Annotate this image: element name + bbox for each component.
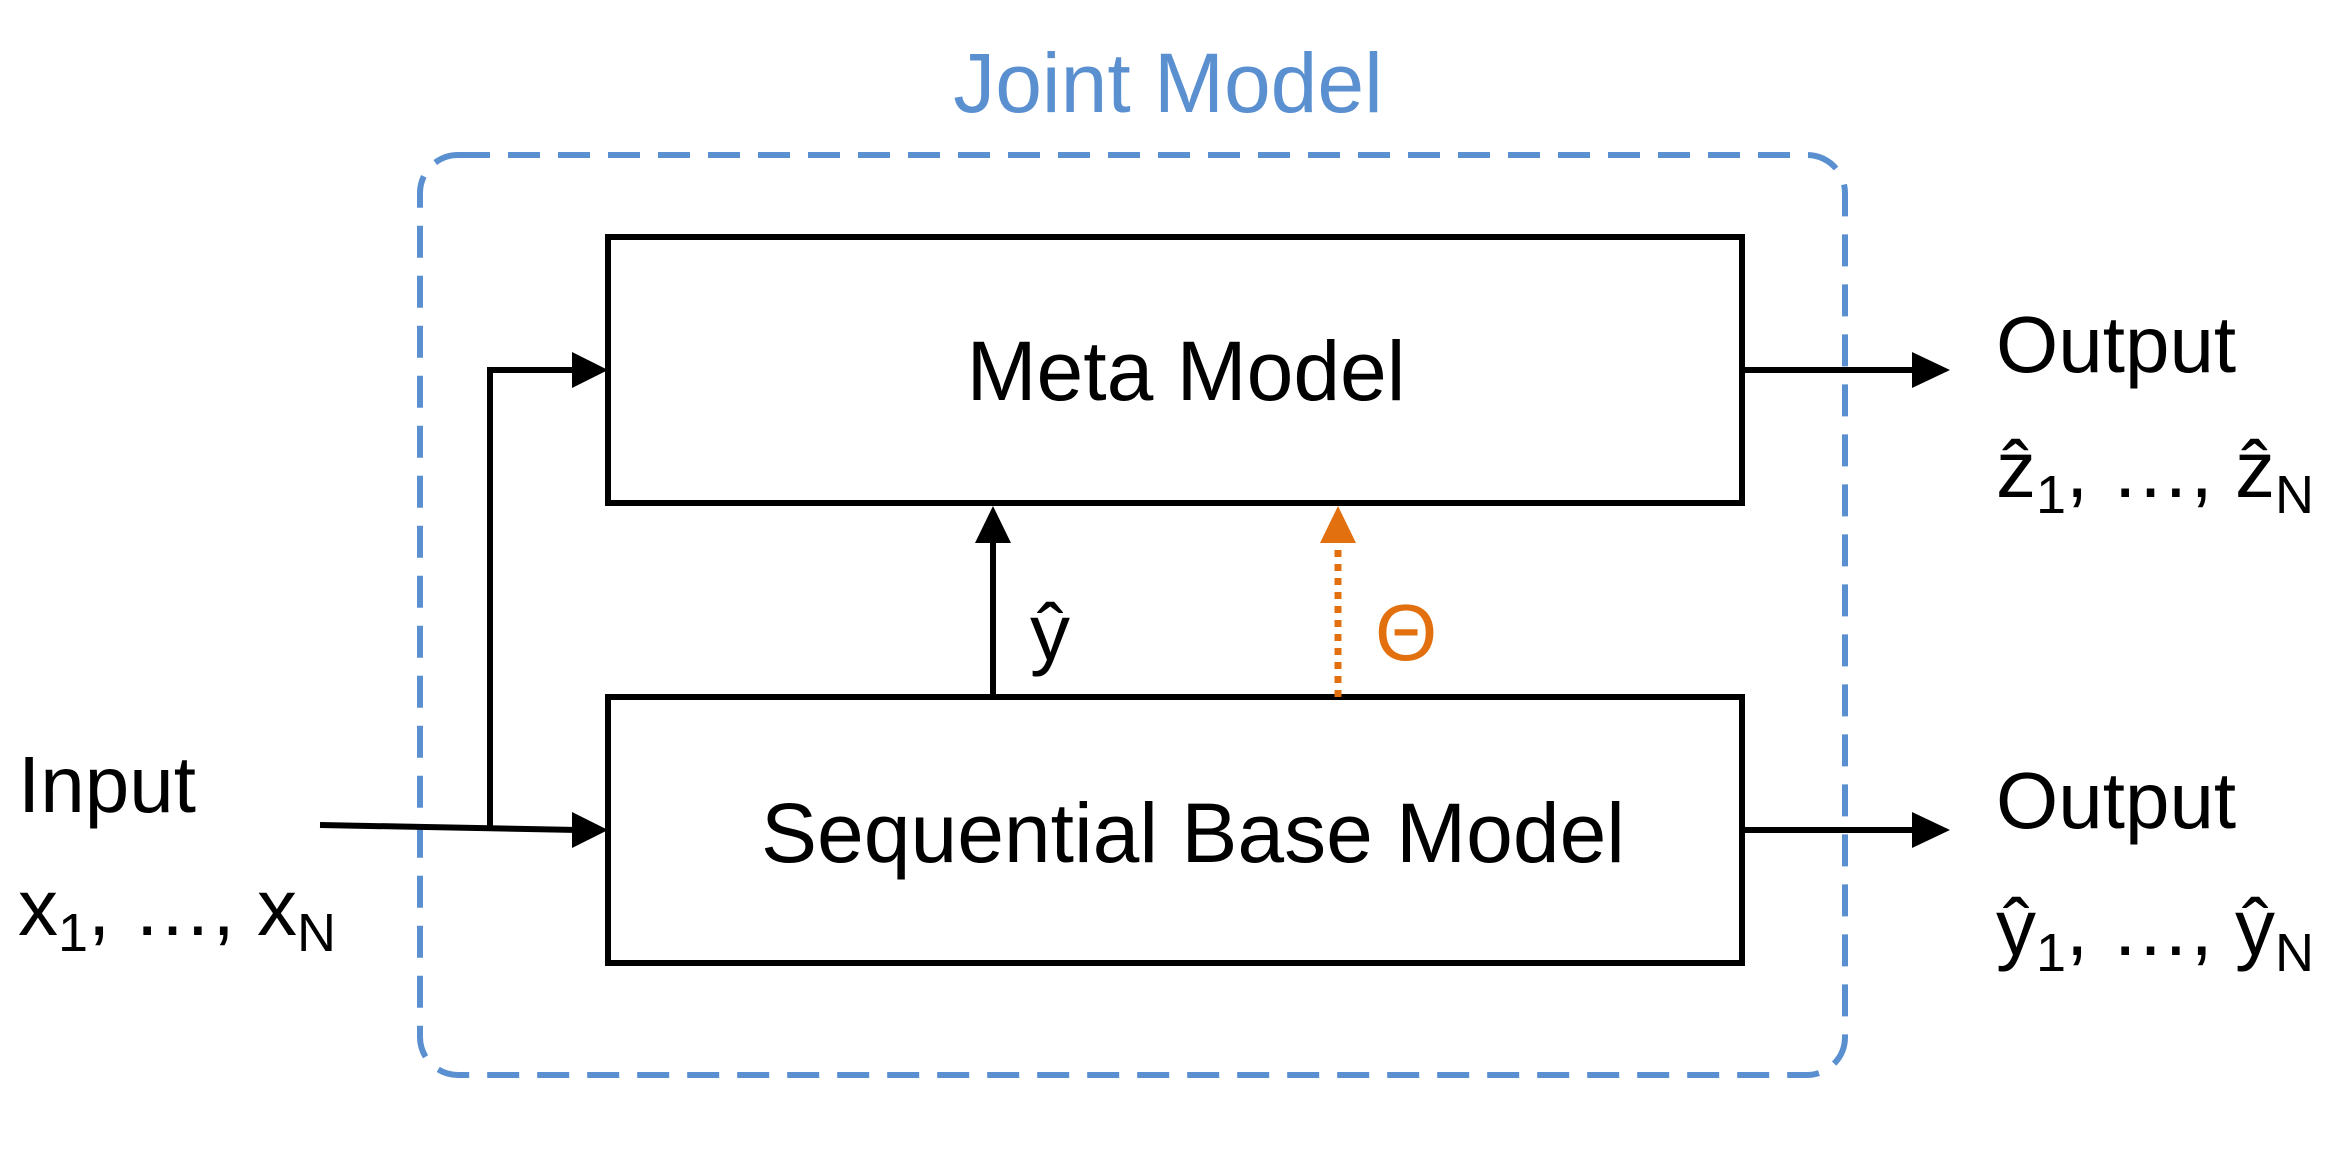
input-annotation: Input x1, …, xN: [18, 740, 336, 963]
meta-output-sequence: ẑ1, …, ẑN: [1996, 425, 2314, 525]
base-model-label: Sequential Base Model: [761, 786, 1625, 880]
base-output-arrowhead: [1912, 812, 1950, 848]
input-sequence: x1, …, xN: [18, 863, 336, 963]
meta-model-label: Meta Model: [967, 324, 1406, 418]
joint-model-container: [417, 152, 1848, 1078]
input-branch-arrowhead: [572, 352, 608, 388]
prediction-edge-label: ŷ: [1030, 588, 1070, 677]
input-branch-line: [487, 367, 578, 828]
input-label: Input: [18, 740, 196, 829]
meta-output-annotation: Output ẑ1, …, ẑN: [1996, 300, 2314, 525]
joint-model-title: Joint Model: [953, 36, 1383, 130]
base-output-annotation: Output ŷ1, …, ŷN: [1996, 756, 2314, 983]
input-line: [319, 822, 579, 833]
meta-output-arrowhead: [1912, 352, 1950, 388]
parameter-edge-label: Θ: [1375, 588, 1437, 677]
input-arrowhead: [572, 812, 608, 848]
meta-model-box: Meta Model: [605, 234, 1745, 506]
base-output-label: Output: [1996, 756, 2236, 845]
base-output-sequence: ŷ1, …, ŷN: [1996, 883, 2314, 983]
meta-output-label: Output: [1996, 300, 2236, 389]
prediction-edge-arrowhead: [975, 506, 1011, 543]
base-model-box: Sequential Base Model: [605, 694, 1745, 966]
parameter-edge-arrowhead: [1320, 506, 1356, 543]
